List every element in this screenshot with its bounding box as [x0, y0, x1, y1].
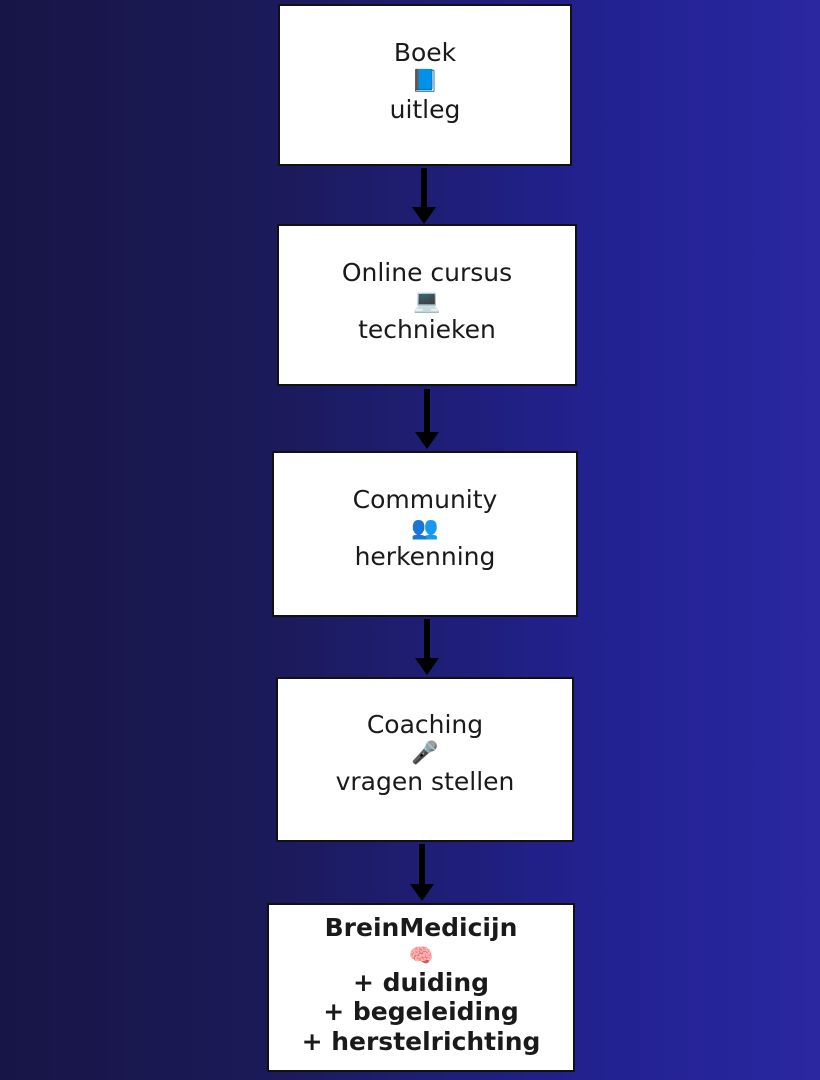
node-subtitle: herkenning [354, 542, 496, 571]
flow-node-breinmedicijn[interactable]: BreinMedicijn 🧠 + duiding + begeleiding … [267, 903, 575, 1072]
arrow-stem [421, 168, 427, 207]
brain-icon: 🧠 [408, 942, 434, 967]
arrow-coaching-to-brein [407, 844, 437, 901]
node-subtitle-line-1: + duiding [352, 967, 490, 997]
arrow-boek-to-cursus [409, 168, 439, 224]
node-subtitle: technieken [358, 315, 496, 344]
node-title: Coaching [366, 710, 484, 739]
arrow-stem [424, 619, 430, 658]
arrow-community-to-coaching [412, 619, 442, 675]
node-title: Community [352, 485, 498, 514]
node-subtitle: vragen stellen [335, 767, 515, 796]
node-title: BreinMedicijn [324, 913, 518, 942]
arrow-head-icon [410, 884, 434, 901]
flow-node-online-cursus[interactable]: Online cursus 💻 technieken [277, 224, 577, 386]
busts-in-silhouette-icon: 👥 [411, 515, 439, 541]
arrow-head-icon [415, 658, 439, 675]
arrow-head-icon [415, 432, 439, 449]
laptop-icon: 💻 [413, 288, 441, 314]
flow-node-boek[interactable]: Boek 📘 uitleg [278, 4, 572, 166]
node-subtitle: uitleg [389, 95, 461, 124]
blue-book-icon: 📘 [411, 68, 439, 94]
arrow-stem [419, 844, 425, 884]
flow-node-coaching[interactable]: Coaching 🎤 vragen stellen [276, 677, 574, 842]
arrow-stem [424, 389, 430, 432]
node-title: Online cursus [341, 258, 513, 287]
flow-node-community[interactable]: Community 👥 herkenning [272, 451, 578, 617]
node-subtitle-line-2: + begeleiding [323, 997, 519, 1026]
node-subtitle-line-3: + herstelrichting [301, 1026, 541, 1056]
microphone-icon: 🎤 [411, 740, 439, 766]
arrow-head-icon [412, 207, 436, 224]
arrow-cursus-to-community [412, 389, 442, 449]
node-title: Boek [393, 38, 457, 67]
